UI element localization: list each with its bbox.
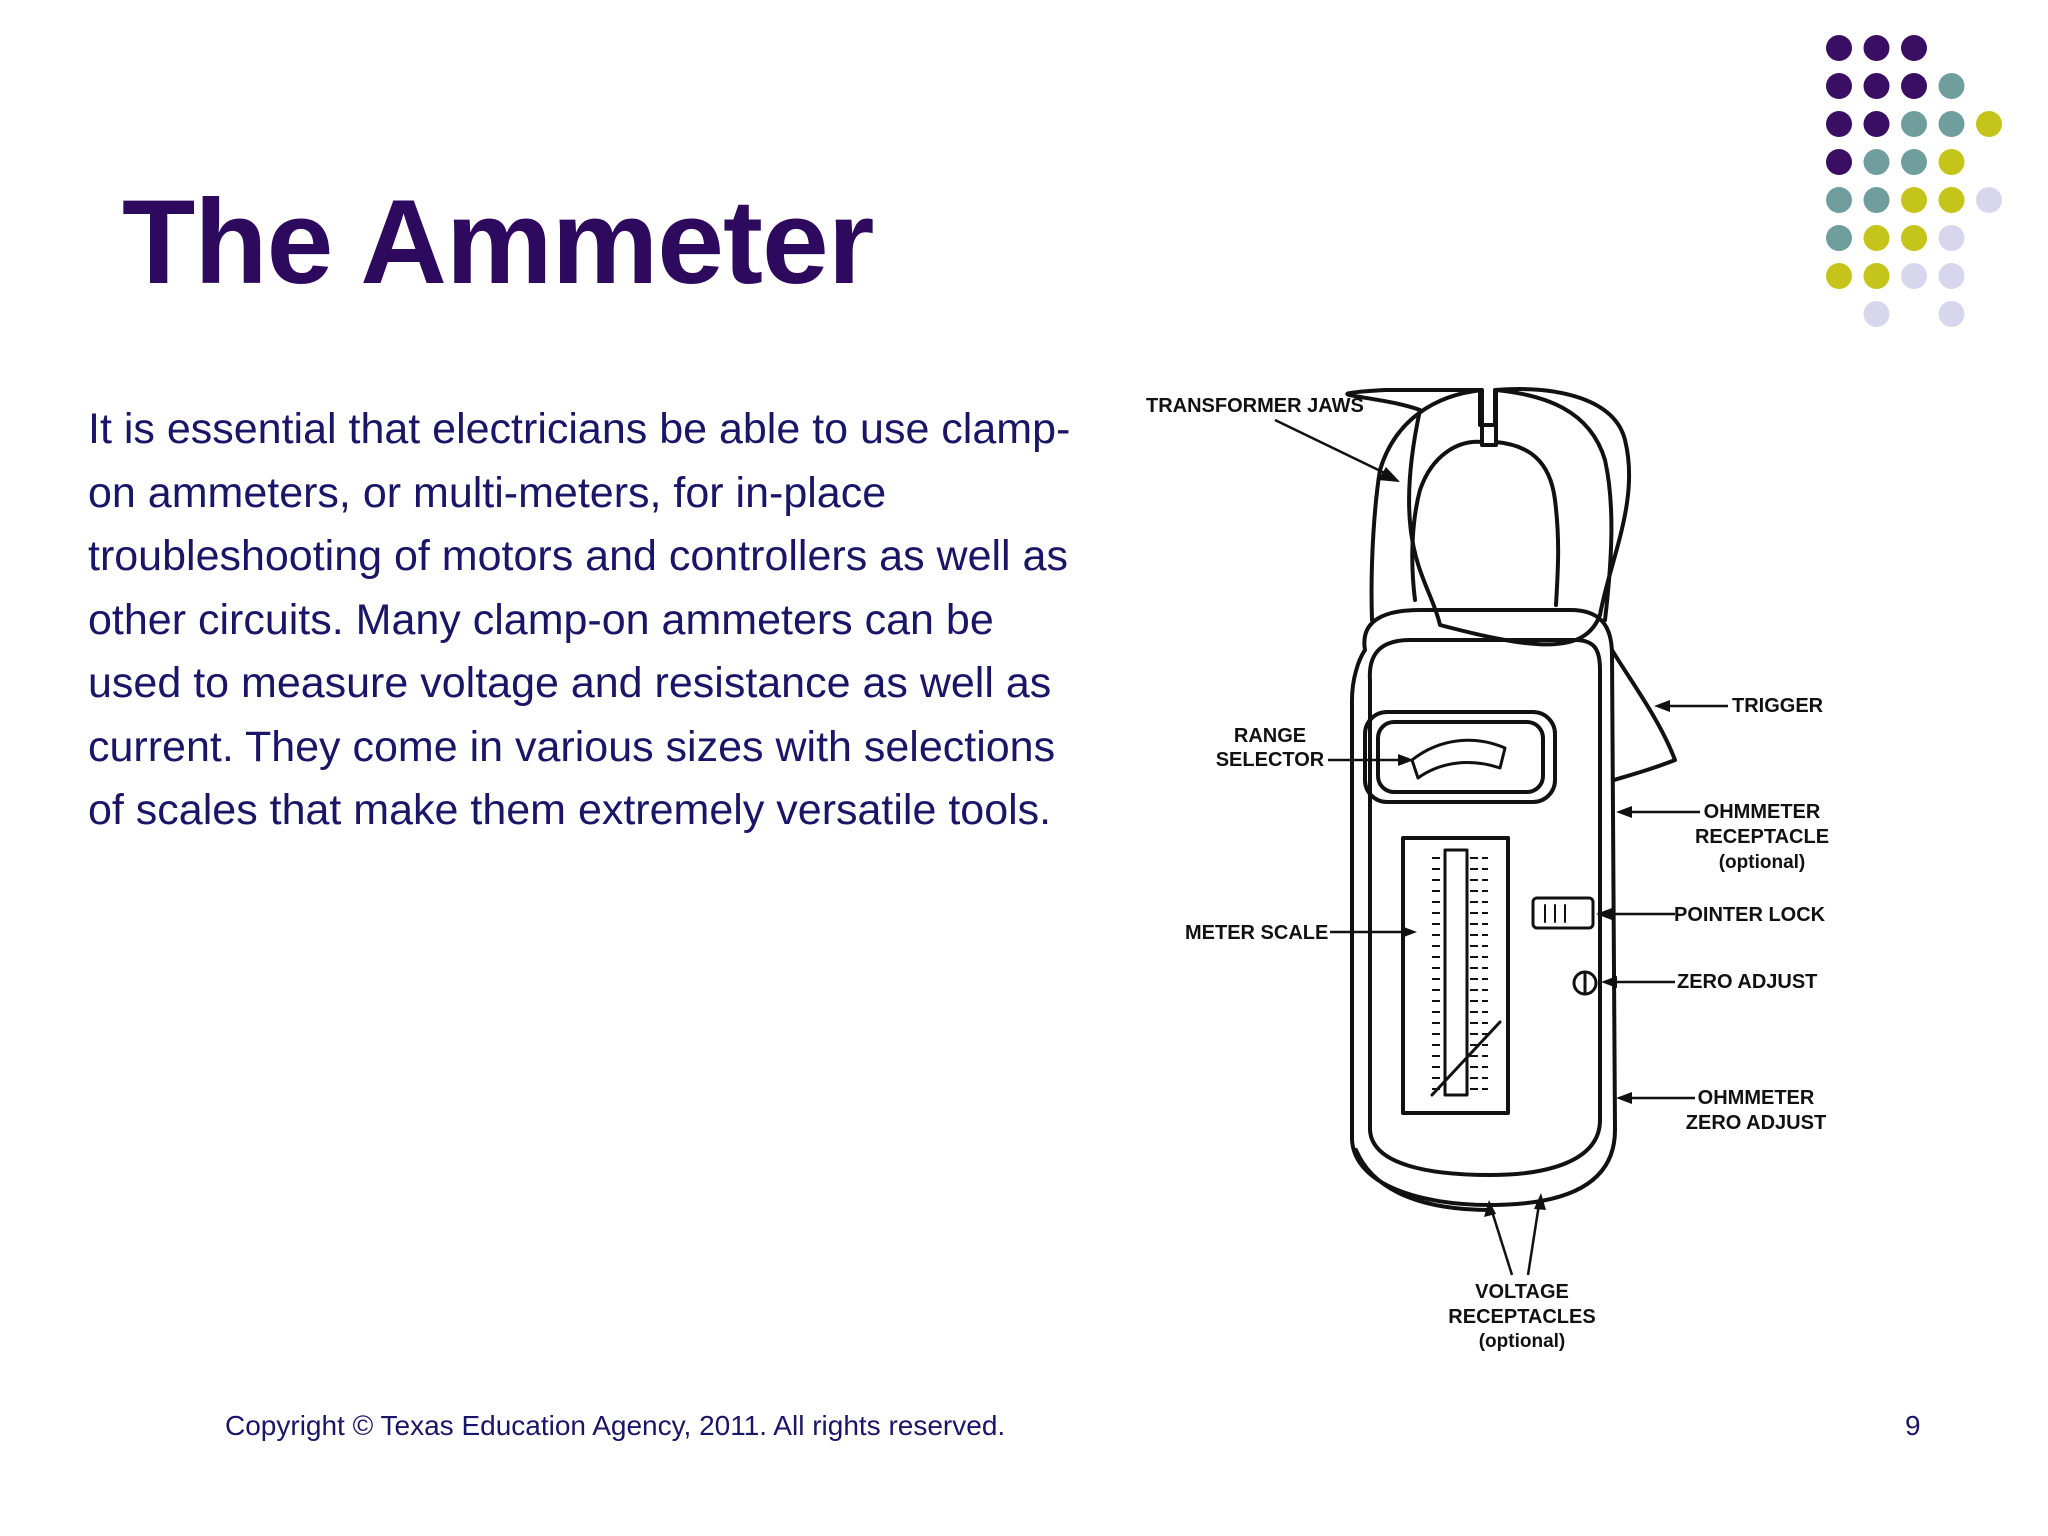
copyright-footer: Copyright © Texas Education Agency, 2011…	[225, 1410, 1006, 1441]
decorative-dot	[1976, 187, 2002, 213]
label-voltage-receptacles-line1: VOLTAGE	[1475, 1281, 1569, 1303]
decorative-dot-grid	[1826, 35, 2002, 327]
decorative-dot	[1826, 225, 1852, 251]
decorative-dot	[1901, 187, 1927, 213]
jaw-outer	[1345, 387, 1632, 647]
label-voltage-receptacles-line3: (optional)	[1479, 1331, 1566, 1352]
range-selector-window-inner	[1376, 720, 1545, 794]
label-ohmmeter-receptacle-line1: OHMMETER	[1704, 801, 1821, 823]
meter-scale-window	[1401, 836, 1510, 1115]
label-pointer-lock: POINTER LOCK	[1674, 904, 1826, 926]
label-voltage-receptacles-line2: RECEPTACLES	[1448, 1306, 1595, 1328]
decorative-dot	[1826, 35, 1852, 61]
range-dial	[1410, 738, 1507, 780]
label-transformer-jaws: TRANSFORMER JAWS	[1146, 395, 1364, 417]
page-number: 9	[1905, 1410, 1921, 1441]
decorative-dot	[1938, 301, 1965, 327]
label-meter-scale: METER SCALE	[1185, 922, 1328, 944]
meter-scale-strip	[1443, 848, 1469, 1097]
decorative-dot	[1863, 301, 1890, 327]
decorative-dot	[1863, 149, 1890, 175]
decorative-dot	[1863, 73, 1890, 99]
range-selector-window	[1363, 710, 1557, 804]
decorative-dot	[1901, 35, 1927, 61]
label-ohmmeter-zero-adjust-line2: ZERO ADJUST	[1686, 1112, 1826, 1134]
label-range-selector-line2: SELECTOR	[1216, 749, 1325, 771]
decorative-dot	[1826, 73, 1852, 99]
slide-body-text: It is essential that electricians be abl…	[88, 405, 1071, 834]
decorative-dot	[1938, 187, 1965, 213]
decorative-dot	[1938, 111, 1965, 137]
label-trigger: TRIGGER	[1732, 695, 1824, 717]
decorative-dot	[1826, 263, 1852, 289]
decorative-dot	[1938, 149, 1965, 175]
decorative-dot	[1863, 225, 1890, 251]
pointer-lock-button	[1531, 896, 1595, 930]
label-ohmmeter-receptacle-line3: (optional)	[1719, 852, 1806, 873]
slide-title: The Ammeter	[122, 175, 874, 309]
decorative-dot	[1863, 111, 1890, 137]
decorative-dot	[1863, 187, 1890, 213]
decorative-dot	[1976, 111, 2002, 137]
decorative-dot	[1901, 111, 1927, 137]
decorative-dot	[1826, 149, 1852, 175]
label-zero-adjust: ZERO ADJUST	[1677, 971, 1817, 993]
jaw-shape	[1369, 388, 1614, 622]
meter-pointer	[1430, 1020, 1502, 1097]
decorative-dot	[1938, 225, 1965, 251]
meter-body-inner	[1367, 638, 1602, 1177]
decorative-dot	[1901, 225, 1927, 251]
decorative-dot	[1863, 35, 1890, 61]
label-ohmmeter-receptacle-line2: RECEPTACLE	[1695, 826, 1829, 848]
label-ohmmeter-zero-adjust-line1: OHMMETER	[1698, 1087, 1815, 1109]
meter-body	[1350, 608, 1617, 1207]
label-range-selector-line1: RANGE	[1234, 725, 1306, 747]
decorative-dot	[1826, 111, 1852, 137]
decorative-dot	[1901, 149, 1927, 175]
meter-bottom-bevel	[1354, 1148, 1492, 1212]
trigger	[1610, 648, 1677, 782]
decorative-dot	[1938, 263, 1965, 289]
decorative-dot	[1863, 263, 1890, 289]
decorative-dot	[1938, 73, 1965, 99]
decorative-dot	[1826, 187, 1852, 213]
decorative-dot	[1901, 263, 1927, 289]
decorative-dot	[1901, 73, 1927, 99]
jaw-inner	[1410, 439, 1561, 607]
clamp-on-ammeter-diagram: TRANSFORMER JAWS RANGE SELECTOR TRIGGER …	[1146, 387, 1829, 1352]
